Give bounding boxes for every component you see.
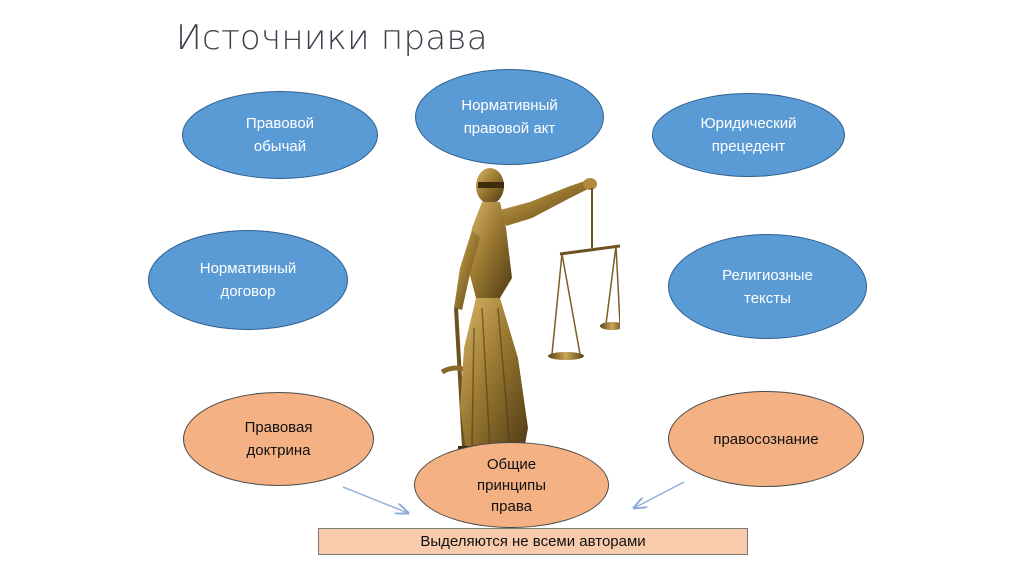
slide-title: Источники права [176, 18, 488, 58]
node-normative-act: Нормативный правовой акт [415, 69, 604, 165]
arrow-left [342, 486, 408, 513]
node-normative-contract: Нормативный договор [148, 230, 348, 330]
themis-statue-icon [440, 168, 620, 458]
node-legal-consciousness: правосознание [668, 391, 864, 487]
node-religious-texts: Религиозные тексты [668, 234, 867, 339]
node-legal-custom: Правовой обычай [182, 91, 378, 179]
arrow-right [634, 481, 685, 508]
node-general-principles: Общие принципы права [414, 442, 609, 528]
node-judicial-precedent: Юридический прецедент [652, 93, 845, 177]
node-legal-doctrine: Правовая доктрина [183, 392, 374, 486]
note-banner: Выделяются не всеми авторами [318, 528, 748, 555]
